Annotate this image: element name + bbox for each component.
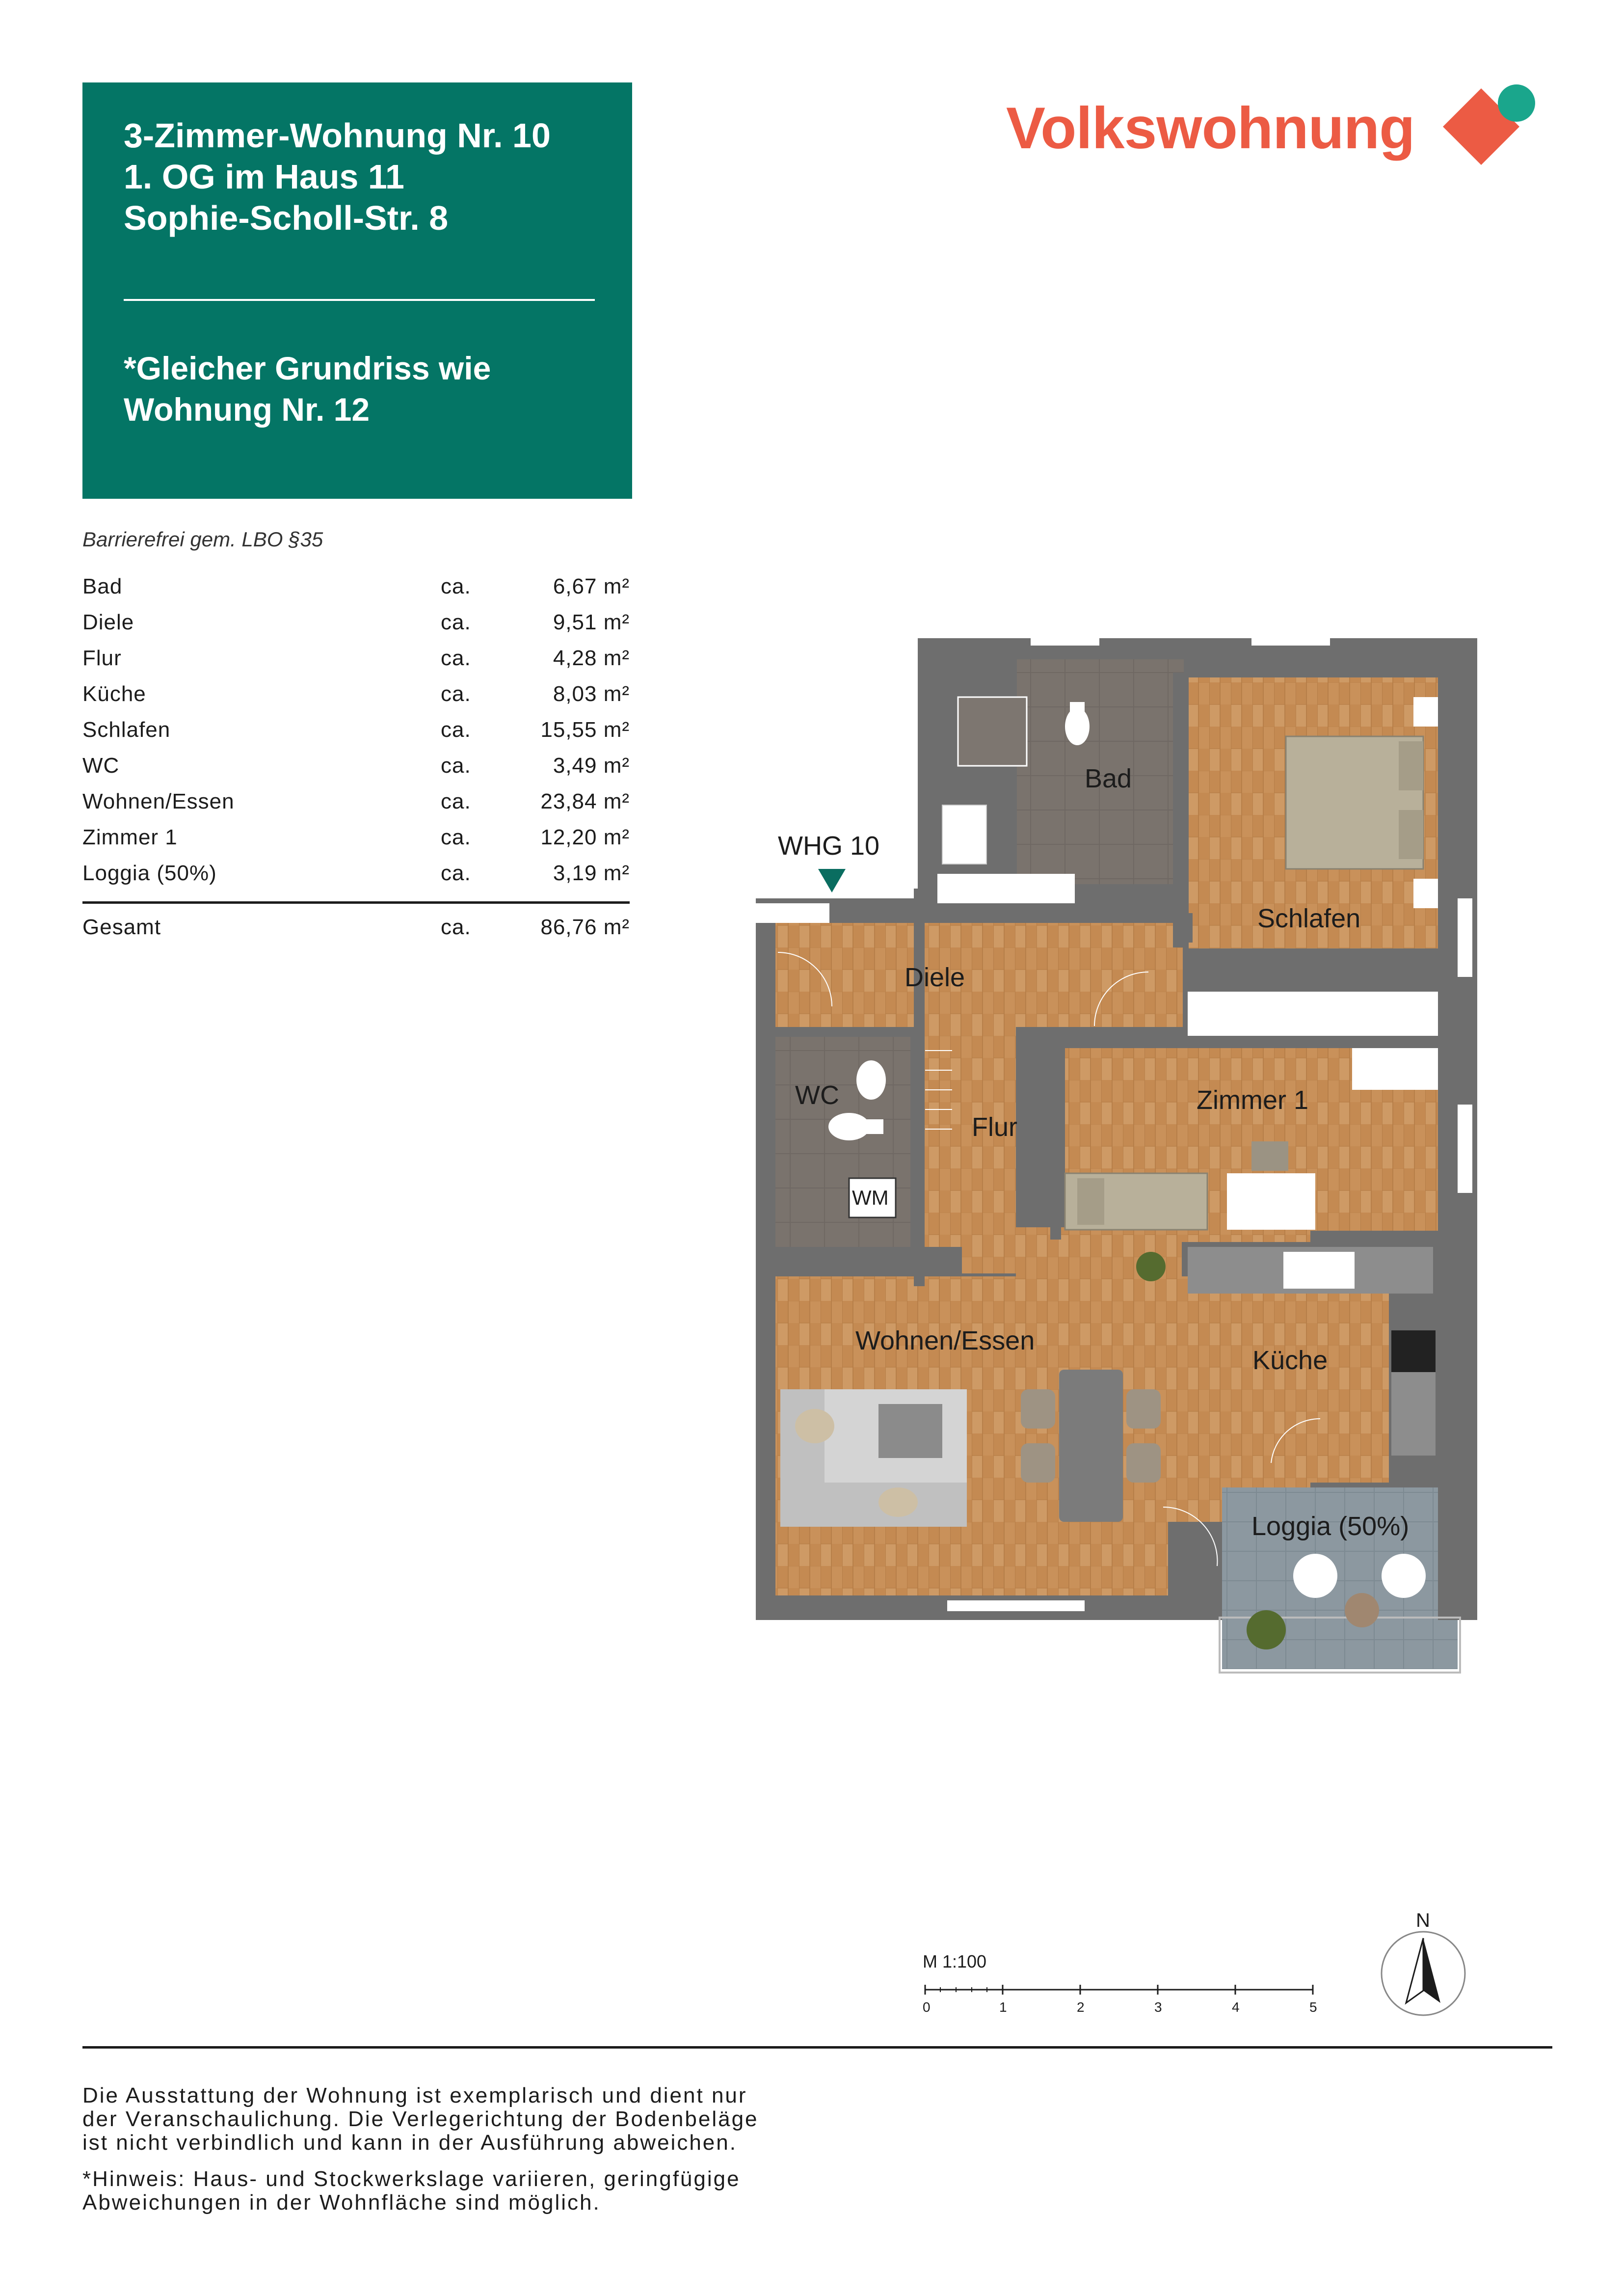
same-layout-note-line1: *Gleicher Grundriss wie (124, 350, 491, 386)
floor-plan-drawing (756, 638, 1477, 1674)
room-label-kueche: Küche (1252, 1346, 1328, 1375)
approx-label: ca. (441, 646, 471, 670)
area-row: Küche ca. 8,03 m² (82, 682, 630, 716)
room-label-loggia: Loggia (50%) (1251, 1512, 1410, 1541)
compass-arrow-icon (1381, 1931, 1466, 2016)
approx-label: ca. (441, 682, 471, 706)
area-row: Loggia (50%) ca. 3,19 m² (82, 861, 630, 895)
room-name: Küche (82, 682, 146, 706)
room-label-diele: Diele (905, 963, 965, 992)
room-name: WC (82, 754, 120, 778)
floor-plan: Bad Schlafen Diele WC WM Flur Zimmer 1 W… (756, 638, 1482, 1674)
room-area: 9,51 m² (553, 610, 630, 634)
room-area: 3,19 m² (553, 861, 630, 885)
scale-ruler (924, 1985, 1314, 1995)
room-name: Bad (82, 574, 123, 598)
scale-tick-label: 4 (1232, 1999, 1240, 2015)
area-row: Wohnen/Essen ca. 23,84 m² (82, 789, 630, 824)
scale-tick-label: 5 (1309, 1999, 1317, 2015)
area-row: Diele ca. 9,51 m² (82, 610, 630, 645)
room-area: 6,67 m² (553, 574, 630, 598)
north-compass: N (1377, 1910, 1470, 2018)
room-label-flur: Flur (972, 1112, 1017, 1142)
approx-label: ca. (441, 574, 471, 598)
area-row: WC ca. 3,49 m² (82, 754, 630, 788)
room-name: Schlafen (82, 718, 171, 742)
approx-label: ca. (441, 825, 471, 849)
room-label-wm: WM (852, 1186, 889, 1209)
area-row: Flur ca. 4,28 m² (82, 646, 630, 680)
approx-label: ca. (441, 789, 471, 813)
room-area: 4,28 m² (553, 646, 630, 670)
hint-line1: *Hinweis: Haus- und Stockwerkslage varii… (82, 2167, 741, 2191)
same-layout-note-line2: Wohnung Nr. 12 (124, 391, 370, 428)
disclaimer-line2: der Veranschaulichung. Die Verlegerichtu… (82, 2107, 759, 2131)
header-divider (124, 299, 595, 301)
scale-title: M 1:100 (923, 1951, 987, 1972)
accessibility-note: Barrierefrei gem. LBO §35 (82, 528, 323, 551)
total-area: 86,76 m² (540, 915, 630, 939)
room-label-wohnen-essen: Wohnen/Essen (855, 1326, 1035, 1355)
scale-bar: M 1:100 0 1 2 3 4 5 (923, 1951, 1317, 2025)
street-address: Sophie-Scholl-Str. 8 (124, 199, 449, 237)
room-name: Loggia (50%) (82, 861, 217, 885)
room-label-bad: Bad (1085, 764, 1132, 793)
room-area: 8,03 m² (553, 682, 630, 706)
disclaimer-line3: ist nicht verbindlich und kann in der Au… (82, 2131, 737, 2155)
total-row: Gesamt ca. 86,76 m² (82, 915, 630, 949)
scale-tick-label: 2 (1077, 1999, 1085, 2015)
room-name: Zimmer 1 (82, 825, 178, 849)
room-name: Wohnen/Essen (82, 789, 235, 813)
room-name: Flur (82, 646, 122, 670)
room-area: 23,84 m² (540, 789, 630, 813)
brand-diamond-icon (1443, 84, 1535, 165)
footer-divider (82, 2046, 1552, 2049)
room-area: 12,20 m² (540, 825, 630, 849)
unit-label: WHG 10 (778, 831, 880, 861)
room-name: Diele (82, 610, 134, 634)
disclaimer-line1: Die Ausstattung der Wohnung ist exemplar… (82, 2083, 747, 2107)
approx-label: ca. (441, 718, 471, 742)
approx-label: ca. (441, 754, 471, 778)
room-label-wc: WC (795, 1080, 839, 1110)
brand-wordmark: Volkswohnung (1006, 95, 1415, 161)
approx-label: ca. (441, 861, 471, 885)
apartment-header-box: 3-Zimmer-Wohnung Nr. 10 1. OG im Haus 11… (82, 82, 632, 499)
entrance-marker-icon (818, 869, 846, 892)
north-label: N (1416, 1910, 1430, 1931)
room-label-schlafen: Schlafen (1257, 904, 1361, 933)
apartment-title: 3-Zimmer-Wohnung Nr. 10 (124, 116, 551, 155)
area-row: Schlafen ca. 15,55 m² (82, 718, 630, 752)
floor-and-house: 1. OG im Haus 11 (124, 158, 404, 196)
volkswohnung-logo: Volkswohnung (1006, 79, 1556, 167)
area-row: Bad ca. 6,67 m² (82, 574, 630, 609)
approx-label: ca. (441, 915, 471, 939)
total-label: Gesamt (82, 915, 161, 939)
scale-tick-label: 3 (1154, 1999, 1162, 2015)
room-label-zimmer1: Zimmer 1 (1197, 1085, 1308, 1115)
hint-line2: Abweichungen in der Wohnfläche sind mögl… (82, 2190, 601, 2215)
area-row: Zimmer 1 ca. 12,20 m² (82, 825, 630, 860)
scale-tick-label: 1 (999, 1999, 1007, 2015)
room-area: 3,49 m² (553, 754, 630, 778)
approx-label: ca. (441, 610, 471, 634)
room-area: 15,55 m² (540, 718, 630, 742)
total-divider (82, 901, 630, 904)
scale-tick-label: 0 (923, 1999, 931, 2015)
